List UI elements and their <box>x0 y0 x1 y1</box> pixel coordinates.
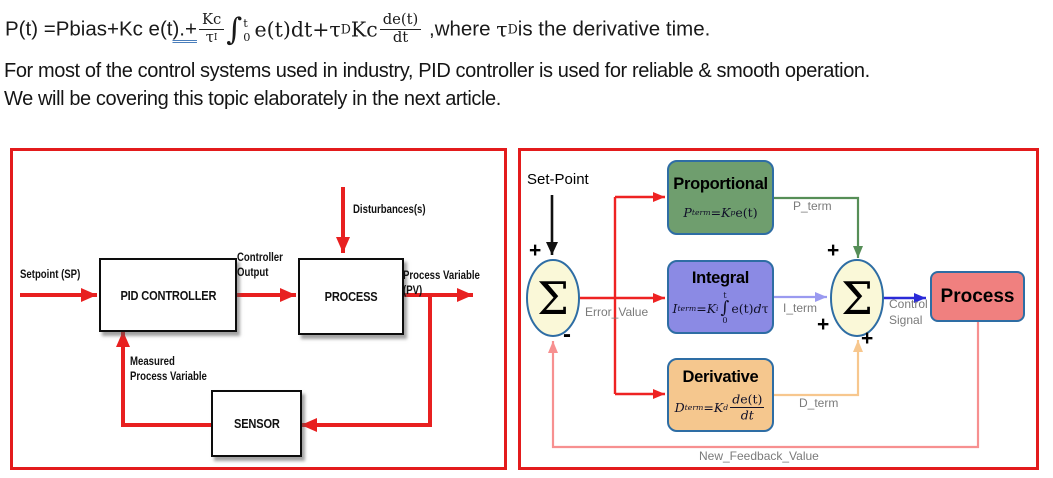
error-sum-sigma: Σ <box>537 271 569 325</box>
setpoint-label: Setpoint (SP) <box>20 267 81 281</box>
pid-controller-box: PID CONTROLLER <box>99 258 237 332</box>
measured-pv-label: Measured Process Variable <box>130 354 207 383</box>
integral-title: Integral <box>691 268 750 287</box>
process-box: PROCESS <box>298 258 404 335</box>
plus-sign-dterm: + <box>861 327 874 350</box>
pid-terms-diagram: Σ Σ Set-Point + - + + + Error_Value P_te… <box>518 148 1039 470</box>
feedback-arrow <box>548 322 980 449</box>
process-variable-label: Process Variable (PV) <box>403 268 480 297</box>
pid-controller-label: PID CONTROLLER <box>120 287 216 303</box>
left-diagram-arrows <box>20 187 473 432</box>
p-term-arrow <box>774 196 863 258</box>
plus-sign-pterm: + <box>827 239 840 262</box>
basic-pid-loop-diagram: PID CONTROLLER PROCESS SENSOR Setpoint (… <box>10 148 507 470</box>
output-sum-sigma: Σ <box>841 271 873 325</box>
new-feedback-value-label: New_Feedback_Value <box>699 449 819 463</box>
minus-sign-feedback: - <box>563 321 571 348</box>
sensor-label: SENSOR <box>233 416 280 431</box>
process-label: PROCESS <box>324 289 378 304</box>
d-term-label: D_term <box>799 396 839 410</box>
disturbances-label: Disturbances(s) <box>353 202 426 216</box>
error-sum-node <box>526 259 580 337</box>
intro-line-2: We will be covering this topic elaborate… <box>4 88 501 110</box>
derivative-title: Derivative <box>682 367 759 386</box>
plus-sign-iterm: + <box>817 313 830 336</box>
plus-sign-setpoint: + <box>529 239 542 262</box>
error-value-label: Error_Value <box>585 305 649 319</box>
intro-line-1: For most of the control systems used in … <box>4 60 870 82</box>
sensor-feedback-arrow <box>116 331 211 427</box>
pv-to-sensor-arrow <box>301 295 432 432</box>
process-block-title: Process <box>940 285 1015 307</box>
right-diagram-arrows <box>526 192 980 449</box>
proportional-title: Proportional <box>673 175 768 193</box>
sensor-box: SENSOR <box>211 390 302 457</box>
d-term-arrow <box>774 340 863 397</box>
p-term-label: P_term <box>793 199 832 213</box>
output-sum-node <box>830 259 884 337</box>
controller-output-label: Controller Output <box>237 250 283 279</box>
control-signal-label: Control Signal <box>889 297 928 327</box>
process-block: Process <box>930 271 1025 322</box>
set-point-label: Set-Point <box>527 171 589 188</box>
i-term-label: I_term <box>783 301 818 315</box>
